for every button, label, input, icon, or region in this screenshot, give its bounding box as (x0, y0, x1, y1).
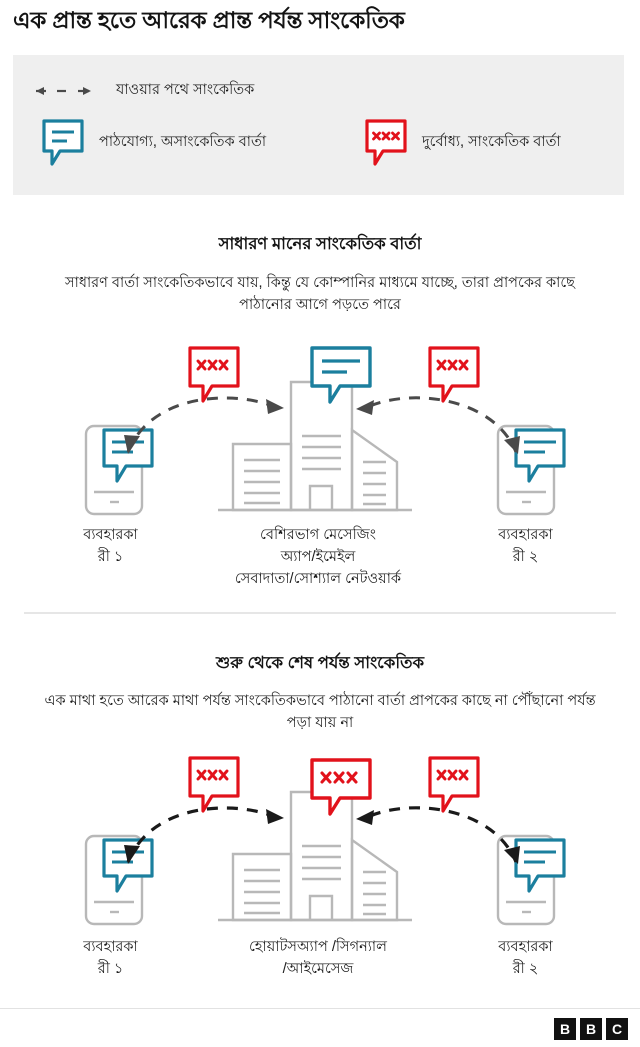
caption-text: /আইমেসেজ (282, 960, 354, 977)
phone-user-1 (84, 424, 154, 516)
caption-user-2: ব্যবহারকা রী ২ (433, 937, 618, 981)
encrypted-bubble-right (428, 346, 480, 403)
caption-text: রী ২ (512, 548, 539, 565)
legend-encrypted-label: দুর্বোধ্য, সাংকেতিক বার্তা (422, 134, 561, 150)
arrow-server-to-right (356, 396, 520, 454)
caption-user-2: ব্যবহারকা রী ২ (433, 525, 618, 590)
center-bubble-readable (310, 346, 372, 404)
diagram-standard-encryption (0, 340, 640, 535)
encrypted-bubble-left (188, 756, 240, 813)
legend-box: যাওয়ার পথে সাংকেতিক পাঠযোগ্য, অসাংকেতিক… (13, 55, 624, 195)
diagram-2-captions: ব্যবহারকা রী ১ হোয়াটসঅ্যাপ /সিগন্যাল /আ… (0, 937, 640, 981)
caption-e2e-apps: হোয়াটসঅ্যাপ /সিগন্যাল /আইমেসেজ (203, 937, 433, 981)
caption-text: বেশিরভাগ মেসেজিং (260, 527, 376, 543)
bbc-logo-letter-3: C (606, 1018, 628, 1040)
caption-text: রী ১ (97, 960, 124, 977)
server-building (218, 790, 412, 922)
caption-text: ব্যবহারকা (83, 527, 138, 543)
encrypted-message-bubble-icon (365, 119, 407, 166)
caption-user-1: ব্যবহারকা রী ১ (18, 937, 203, 981)
readable-message-bubble-icon (42, 119, 84, 166)
section-1-body: সাধারণ বার্তা সাংকেতিকভাবে যায়, কিন্তু … (65, 275, 575, 314)
legend-readable-label: পাঠযোগ্য, অসাংকেতিক বার্তা (99, 134, 267, 150)
caption-text: হোয়াটসঅ্যাপ /সিগন্যাল (249, 939, 387, 955)
legend-item-readable: পাঠযোগ্য, অসাংকেতিক বার্তা (40, 117, 266, 169)
phone-user-1 (84, 834, 154, 926)
legend-item-arrow: যাওয়ার পথে সাংকেতিক (33, 79, 254, 103)
encrypted-bubble-left (188, 346, 240, 403)
diagram-end-to-end-encryption (0, 750, 640, 945)
legend-arrow-label: যাওয়ার পথে সাংকেতিক (116, 82, 255, 98)
bbc-logo-letter-2: B (580, 1018, 602, 1040)
caption-text: সেবাদাতা/সোশ্যাল নেটওয়ার্ক (234, 570, 402, 587)
caption-text: ব্যবহারকা (83, 939, 138, 955)
arrow-left-to-server (124, 396, 284, 454)
bbc-logo-letter-1: B (554, 1018, 576, 1040)
caption-text: অ্যাপ/ইমেইল (280, 548, 356, 565)
server-building (218, 380, 412, 512)
arrow-left-to-server (124, 806, 284, 864)
footer-divider (0, 1008, 640, 1009)
caption-text: রী ১ (97, 548, 124, 565)
bidirectional-dashed-arrow-icon (36, 87, 91, 95)
section-2-heading: শুরু থেকে শেষ পর্যন্ত সাংকেতিক (216, 654, 424, 672)
bbc-logo: B B C (554, 1018, 628, 1040)
center-bubble-encrypted (310, 758, 372, 816)
caption-service-provider: বেশিরভাগ মেসেজিং অ্যাপ/ইমেইল সেবাদাতা/সো… (203, 525, 433, 590)
caption-user-1: ব্যবহারকা রী ১ (18, 525, 203, 590)
legend-item-encrypted: দুর্বোধ্য, সাংকেতিক বার্তা (363, 117, 561, 169)
section-divider (24, 612, 616, 614)
page-title: এক প্রান্ত হতে আরেক প্রান্ত পর্যন্ত সাংক… (13, 7, 405, 33)
caption-text: রী ২ (512, 960, 539, 977)
caption-text: ব্যবহারকা (498, 939, 553, 955)
encrypted-bubble-right (428, 756, 480, 813)
section-1-heading: সাধারণ মানের সাংকেতিক বার্তা (218, 235, 422, 253)
arrow-server-to-right (356, 806, 520, 864)
caption-text: ব্যবহারকা (498, 527, 553, 543)
section-2-body: এক মাথা হতে আরেক মাথা পর্যন্ত সাংকেতিকভা… (44, 693, 596, 732)
diagram-1-captions: ব্যবহারকা রী ১ বেশিরভাগ মেসেজিং অ্যাপ/ইম… (0, 525, 640, 590)
